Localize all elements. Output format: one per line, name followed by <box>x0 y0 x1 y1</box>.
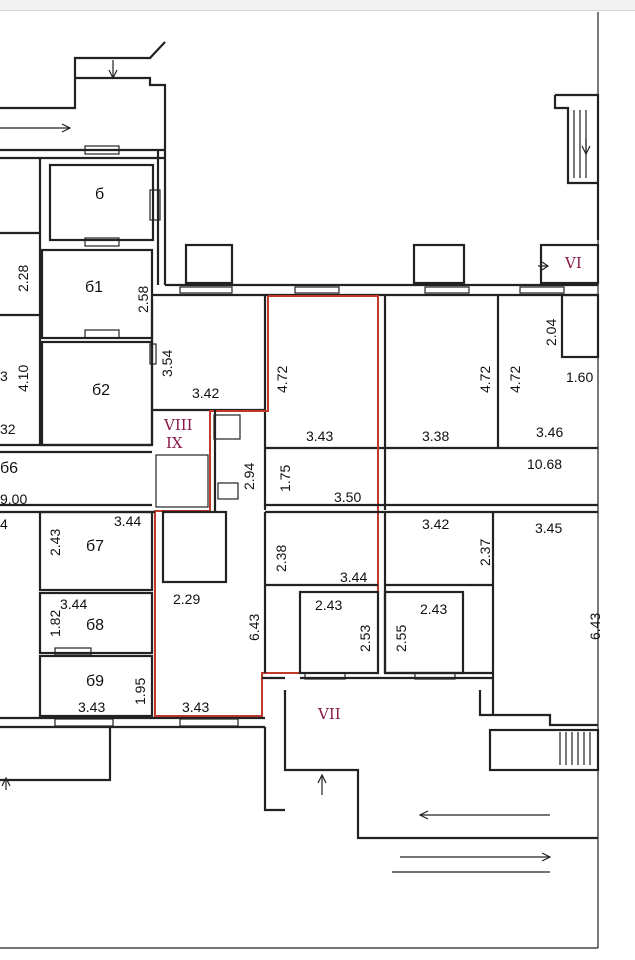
dim-2-04: 2.04 <box>543 319 559 346</box>
dim-2-29: 2.29 <box>173 591 200 607</box>
roman-label-vi: VI <box>564 254 582 272</box>
dim-1-75: 1.75 <box>277 465 293 492</box>
room-label-62: б2 <box>92 382 110 399</box>
dim-2-43-mid: 2.43 <box>315 597 342 613</box>
middle-band <box>0 410 598 514</box>
dimensions-horizontal: 3.42 3.43 3.38 3.46 1.60 10.68 3.50 3.44… <box>0 368 593 715</box>
roman-label-viii: VIII <box>163 416 193 434</box>
room-label-69: б9 <box>86 673 104 690</box>
dim-10-68: 10.68 <box>527 456 562 472</box>
dim-3-44-b7: 3.44 <box>114 513 141 529</box>
dim-6-43-a: 6.43 <box>246 614 262 641</box>
dim-2-37: 2.37 <box>477 539 493 566</box>
dim-2-58: 2.58 <box>135 286 151 313</box>
dim-4-72-b: 4.72 <box>477 366 493 393</box>
dim-2-43-right: 2.43 <box>420 601 447 617</box>
dim-2-55: 2.55 <box>393 625 409 652</box>
upper-rooms <box>152 93 600 450</box>
dim-1-82: 1.82 <box>47 610 63 637</box>
top-bar <box>0 0 635 11</box>
windows <box>54 145 565 727</box>
dimensions-vertical: 2.28 4.10 2.58 3.54 4.72 4.72 4.72 2.04 … <box>15 265 603 705</box>
room-label-61: б1 <box>85 279 103 296</box>
dim-2-38: 2.38 <box>273 545 289 572</box>
highlighted-premises-outline <box>154 295 379 717</box>
lower-rooms <box>0 510 600 840</box>
dim-3-44-b8: 3.44 <box>60 596 87 612</box>
dim-3-43-lower: 3.43 <box>182 699 209 715</box>
room-label-6: б <box>95 186 104 203</box>
dim-4-72-a: 4.72 <box>274 366 290 393</box>
room-label-66: б6 <box>0 460 18 477</box>
dim-cut-3: 3 <box>0 368 8 384</box>
arrows <box>0 60 591 873</box>
room-labels: б б1 б2 б6 б7 б8 б9 <box>0 186 110 690</box>
dim-3-54: 3.54 <box>159 350 175 377</box>
dim-3-43-upper: 3.43 <box>306 428 333 444</box>
dim-cut-4: 4 <box>0 516 8 532</box>
dim-3-50: 3.50 <box>334 489 361 505</box>
roman-labels: VI VII VIII IX <box>163 254 582 723</box>
dim-3-43-b9: 3.43 <box>78 699 105 715</box>
dim-1-60: 1.60 <box>566 369 593 385</box>
dim-9-00: 9.00 <box>0 491 27 507</box>
dim-3-42-lower: 3.42 <box>422 516 449 532</box>
dim-2-53: 2.53 <box>357 625 373 652</box>
dim-1-95: 1.95 <box>132 678 148 705</box>
dim-4-10: 4.10 <box>15 365 31 392</box>
dim-3-42-upper: 3.42 <box>192 385 219 401</box>
dim-2-43-b7: 2.43 <box>47 529 63 556</box>
dim-3-38: 3.38 <box>422 428 449 444</box>
roman-label-vii: VII <box>317 705 341 723</box>
room-label-67: б7 <box>86 538 104 555</box>
dim-2-28: 2.28 <box>15 265 31 292</box>
dim-3-45: 3.45 <box>535 520 562 536</box>
dim-4-72-c: 4.72 <box>507 366 523 393</box>
dim-3-46: 3.46 <box>536 424 563 440</box>
dim-3-44-lower: 3.44 <box>340 569 367 585</box>
dim-2-94: 2.94 <box>241 463 257 490</box>
stair-hatching <box>559 110 591 765</box>
room-label-68: б8 <box>86 617 104 634</box>
roman-label-ix: IX <box>166 434 183 452</box>
dim-6-43-b: 6.43 <box>587 613 603 640</box>
dim-cut-32: 32 <box>0 421 16 437</box>
